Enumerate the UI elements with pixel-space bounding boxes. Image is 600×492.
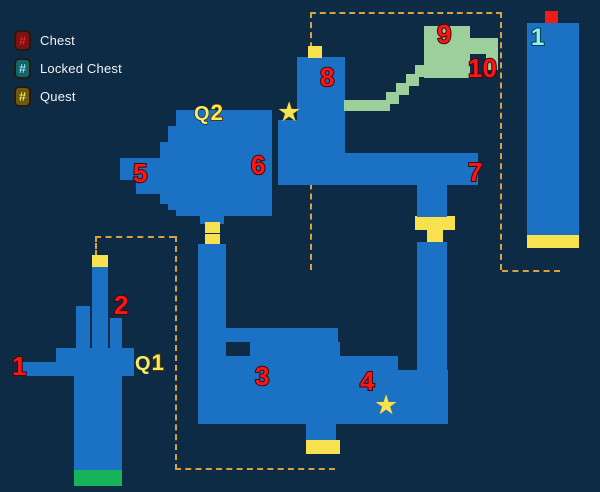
chest-marker-8[interactable]: 8 [319,62,336,92]
door-room-8-north [308,46,322,58]
hash-icon-chest: # [14,29,31,51]
quest-prefix-1: Q [134,353,151,375]
room-6-west-step [168,126,178,210]
room-5-step [136,180,160,194]
quest-label-2: 2 [210,100,224,125]
chest-marker-9[interactable]: 9 [436,19,453,49]
chest-marker-3[interactable]: 3 [254,361,271,391]
legend-item-quest: # Quest [14,84,194,108]
door-room-7-south-a [415,216,455,230]
locked-chest-marker-1[interactable]: 1 [530,24,545,51]
room-3-fill [250,342,338,358]
quest-prefix-2: Q [193,103,210,125]
room-3-lower-ledge [226,356,358,370]
room-10 [486,38,498,70]
legend-label-locked-chest: Locked Chest [40,60,122,76]
chest-marker-6[interactable]: 6 [250,150,267,180]
corridor-south-neck [306,424,336,440]
save-point [74,470,122,486]
chest-marker-2[interactable]: 2 [113,290,130,320]
legend-label-quest: Quest [40,88,76,104]
chest-marker-1[interactable]: 1 [11,351,28,381]
room-1-west-corridor [18,362,58,376]
quest-marker-1[interactable]: Q1 [134,350,165,375]
room-9 [424,26,470,78]
room-2-hall [56,348,134,376]
chest-marker-4[interactable]: 4 [359,366,376,396]
door-room-1-south [527,235,579,248]
legend-item-locked-chest: # Locked Chest [14,56,194,80]
room-5 [120,158,160,180]
room-3-east-step [326,342,340,370]
map-legend: # Chest # Locked Chest # Quest [14,28,194,112]
room-1 [527,23,579,235]
room-4-floor [226,370,448,392]
chest-marker-5[interactable]: 5 [132,158,149,188]
chest-marker-7[interactable]: 7 [467,157,484,187]
room-4-fill [356,356,398,374]
corridor-lower-horizontal [198,392,448,424]
quest-label-1: 1 [151,350,165,375]
region-outline-lower-bottom [175,456,335,470]
door-room-7-south-b [427,230,443,242]
stairs-segment-2 [386,92,399,104]
stairs-segment-1 [344,100,390,111]
corridor-spur-left [76,306,90,350]
star-marker-2[interactable]: ★ [374,390,399,420]
stairs-segment-3 [396,83,409,95]
room-3-upper-ledge [226,328,338,342]
chest-marker-10[interactable]: 10 [467,53,498,83]
quest-marker-2[interactable]: Q2 [193,100,224,125]
room-6 [176,110,272,216]
legend-label-chest: Chest [40,32,75,48]
region-outline-upper-foot [502,258,560,272]
door-far-west-north [92,255,108,267]
room-8 [297,57,345,153]
hash-icon-quest: # [14,85,31,107]
room-6-west-step-2 [160,142,170,204]
region-outline-lower-left [95,236,175,256]
hash-icon-locked-chest: # [14,57,31,79]
chest-square-room-1 [545,11,558,23]
door-room-6-south-b [205,234,220,244]
room-1-shaft [74,376,122,470]
corridor-far-west-vertical [92,264,108,350]
legend-item-chest: # Chest [14,28,194,52]
room-6-south-neck [200,216,224,224]
corridor-upper-east [278,153,478,185]
corridor-east-neck [417,185,447,217]
star-marker-1[interactable]: ★ [277,97,302,127]
corridor-upper-west-stub [278,120,298,160]
corridor-spur-right [110,318,122,350]
stairs-segment-4 [406,74,419,86]
door-lower-south [306,440,340,454]
region-outline-lower-mid [175,236,177,470]
door-room-6-south-a [205,222,220,233]
